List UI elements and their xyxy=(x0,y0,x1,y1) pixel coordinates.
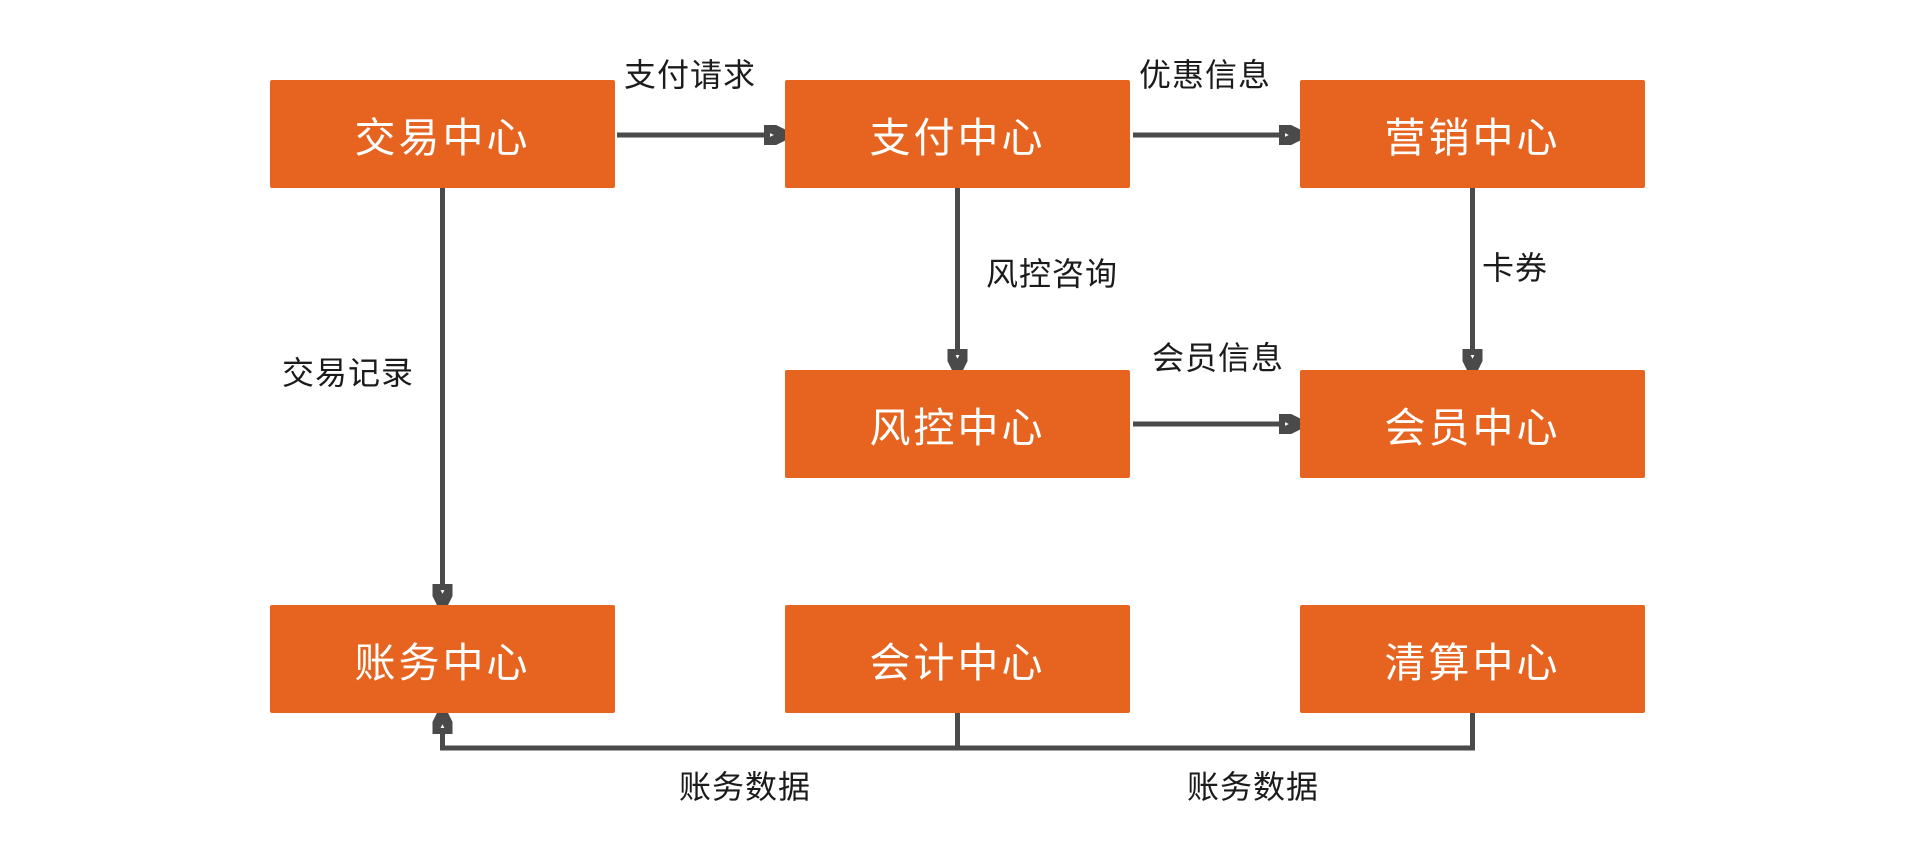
node-billing-center-label: 账务中心 xyxy=(354,640,531,686)
edge-label-member-info: 会员信息 xyxy=(1151,340,1285,376)
node-accounting-center: 会计中心 xyxy=(785,605,1130,713)
node-member-center: 会员中心 xyxy=(1300,370,1645,478)
node-clearing-center: 清算中心 xyxy=(1300,605,1645,713)
node-risk-control-center-label: 风控中心 xyxy=(869,405,1046,451)
edge-label-transaction-record: 交易记录 xyxy=(281,355,415,391)
node-risk-control-center: 风控中心 xyxy=(785,370,1130,478)
edge-label-promo-info: 优惠信息 xyxy=(1138,57,1272,93)
edge-label-accounting-data-left: 账务数据 xyxy=(678,769,812,805)
node-payment-center-label: 支付中心 xyxy=(869,115,1046,161)
node-accounting-center-label: 会计中心 xyxy=(869,640,1046,686)
edge-label-accounting-data-right: 账务数据 xyxy=(1186,769,1320,805)
node-trading-center: 交易中心 xyxy=(270,80,615,188)
edge-label-payment-request: 支付请求 xyxy=(623,57,757,93)
node-member-center-label: 会员中心 xyxy=(1384,405,1561,451)
node-payment-center: 支付中心 xyxy=(785,80,1130,188)
node-trading-center-label: 交易中心 xyxy=(354,115,531,161)
node-marketing-center-label: 营销中心 xyxy=(1384,115,1561,161)
edge-label-card-coupon: 卡券 xyxy=(1481,250,1549,286)
connector-accounting-data-main xyxy=(443,713,1475,751)
edge-label-risk-consult: 风控咨询 xyxy=(985,256,1119,292)
node-marketing-center: 营销中心 xyxy=(1300,80,1645,188)
node-clearing-center-label: 清算中心 xyxy=(1384,640,1561,686)
node-billing-center: 账务中心 xyxy=(270,605,615,713)
